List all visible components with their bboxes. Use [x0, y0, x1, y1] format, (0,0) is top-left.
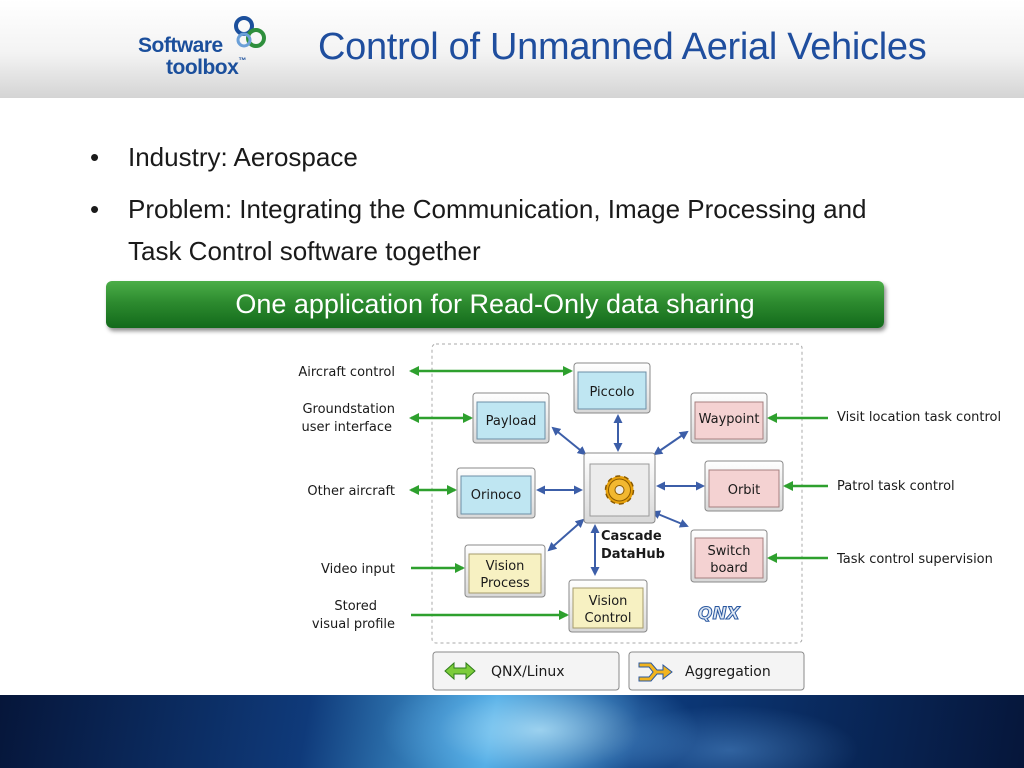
legend-qnx-linux: QNX/Linux [432, 651, 620, 691]
bullet-text: Industry: Aerospace [128, 142, 358, 172]
label-other-aircraft: Other aircraft [307, 484, 395, 499]
bullet-dot-icon: • [90, 194, 100, 224]
slide-title: Control of Unmanned Aerial Vehicles [318, 26, 927, 68]
label-stored: Stored [334, 599, 377, 614]
logo-knot-icon [234, 16, 266, 48]
bullet-dot-icon: • [90, 142, 100, 172]
svg-text:Vision: Vision [486, 559, 525, 574]
module-orinoco: Orinoco [456, 467, 536, 519]
label-patrol: Patrol task control [837, 479, 955, 494]
gear-icon [604, 475, 635, 505]
module-payload: Payload [472, 392, 550, 444]
legend-aggregation: Aggregation [628, 651, 805, 691]
arrow-hub-payload [551, 426, 587, 456]
svg-text:Payload: Payload [486, 414, 537, 429]
bullet-item: • Industry: Aerospace [90, 136, 888, 178]
cascade-datahub: Cascade DataHub [583, 452, 665, 562]
logo-word-software: Software [138, 34, 223, 57]
footer-decoration [0, 695, 1024, 768]
svg-text:DataHub: DataHub [601, 547, 665, 562]
svg-text:QNX/Linux: QNX/Linux [491, 664, 565, 680]
svg-text:Vision: Vision [589, 594, 628, 609]
arrow-hub-switch-board [651, 510, 689, 528]
architecture-diagram: Aircraft control Groundstation user inte… [298, 343, 1001, 691]
footer-glow [380, 695, 700, 768]
module-orbit: Orbit [704, 460, 784, 512]
label-visual-profile: visual profile [312, 617, 395, 632]
module-switch-board: Switch board [690, 529, 768, 583]
svg-text:board: board [710, 561, 748, 576]
svg-text:Process: Process [480, 576, 530, 591]
svg-text:Orinoco: Orinoco [471, 488, 522, 503]
merge-arrow-icon [638, 662, 673, 682]
svg-text:Orbit: Orbit [728, 483, 761, 498]
arrow-hub-waypoint [653, 430, 689, 456]
slide-header: Software toolbox™ Control of Unmanned Ae… [0, 0, 1024, 98]
label-supervision: Task control supervision [836, 552, 993, 567]
green-banner: One application for Read-Only data shari… [106, 281, 884, 328]
svg-text:Piccolo: Piccolo [590, 385, 635, 400]
label-aircraft-control: Aircraft control [298, 365, 395, 380]
footer-glow-secondary [600, 705, 860, 768]
svg-text:Control: Control [585, 611, 632, 626]
module-vision-control: Vision Control [568, 579, 648, 633]
module-vision-process: Vision Process [464, 544, 546, 598]
bullet-item: • Problem: Integrating the Communication,… [90, 188, 888, 272]
svg-text:Cascade: Cascade [601, 529, 662, 544]
svg-text:Waypoint: Waypoint [699, 412, 760, 427]
svg-text:Switch: Switch [708, 544, 751, 559]
logo-word-toolbox: toolbox™ [166, 56, 246, 79]
module-piccolo: Piccolo [573, 362, 651, 414]
label-groundstation: Groundstation [302, 402, 395, 417]
label-user-interface: user interface [302, 420, 392, 435]
bullet-list: • Industry: Aerospace • Problem: Integrati… [90, 136, 888, 282]
qnx-logo: QNX [698, 604, 741, 624]
label-video-input: Video input [321, 562, 395, 577]
arrow-hub-vision-process [547, 518, 585, 552]
bullet-text: Problem: Integrating the Communication, … [128, 194, 867, 266]
svg-text:Aggregation: Aggregation [685, 664, 771, 680]
module-waypoint: Waypoint [690, 392, 768, 444]
software-toolbox-logo: Software toolbox™ [136, 14, 276, 84]
double-arrow-icon [444, 661, 476, 681]
label-visit-location: Visit location task control [837, 410, 1001, 425]
